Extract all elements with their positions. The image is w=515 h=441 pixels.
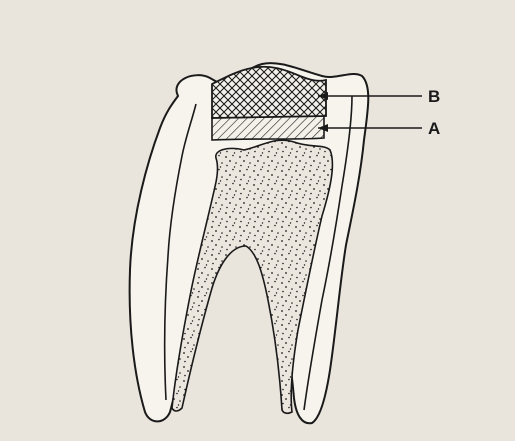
label-b: B [428, 87, 440, 106]
label-a: A [428, 119, 440, 138]
lining-layer-a [212, 116, 324, 140]
